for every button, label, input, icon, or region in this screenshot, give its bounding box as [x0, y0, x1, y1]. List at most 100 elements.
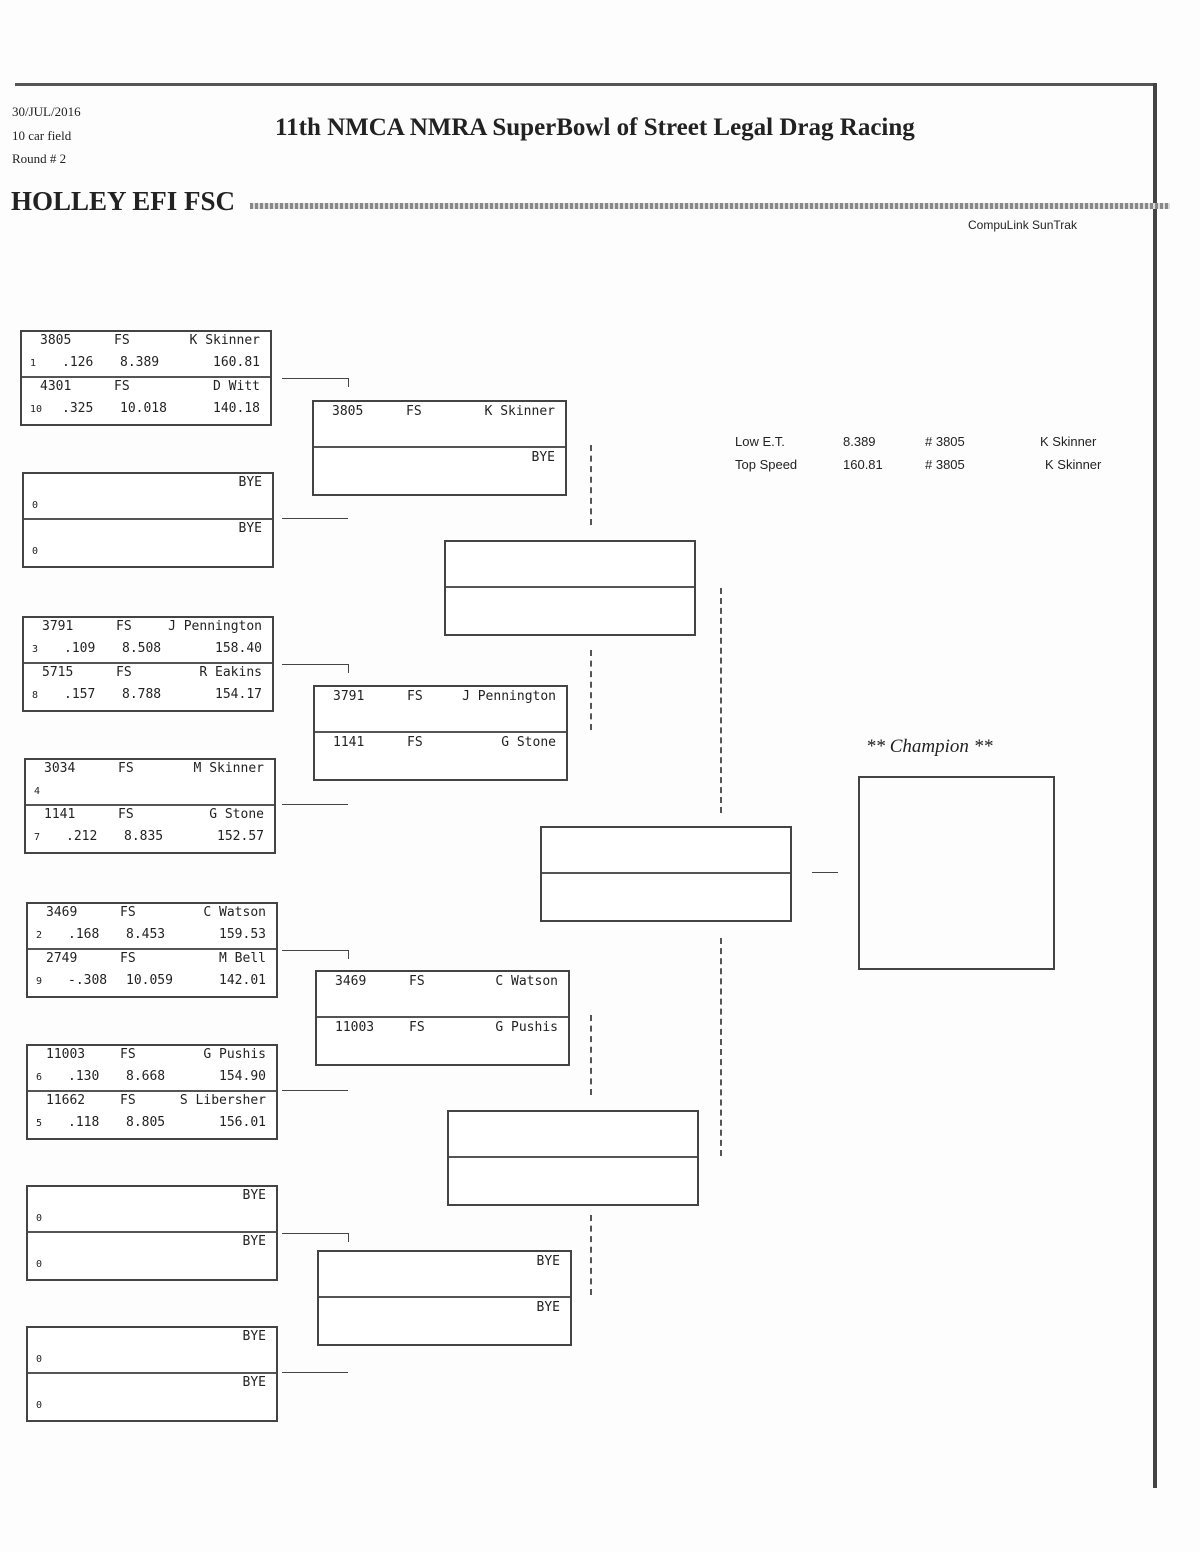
- racer-info-line: BYE: [314, 450, 565, 472]
- driver-name: G Stone: [209, 807, 264, 822]
- racer-slot: [542, 874, 790, 920]
- seed: 0: [36, 1400, 43, 1411]
- later-round-matchup: [444, 540, 696, 636]
- elapsed-time: 8.453: [126, 927, 166, 942]
- elapsed-time: 8.805: [126, 1115, 166, 1130]
- class: FS: [114, 379, 130, 394]
- driver-name: C Watson: [495, 974, 558, 989]
- class: FS: [409, 1020, 425, 1035]
- seed: 0: [32, 500, 39, 511]
- elapsed-time: 8.508: [122, 641, 162, 656]
- racer-result-line: 0: [24, 543, 272, 565]
- speed: 156.01: [219, 1115, 266, 1130]
- reaction-time: .109: [64, 641, 96, 656]
- class: FS: [407, 735, 423, 750]
- record-car: # 3805: [925, 457, 965, 472]
- seed: 2: [36, 930, 43, 941]
- class: FS: [120, 1093, 136, 1108]
- class: FS: [409, 974, 425, 989]
- top-border: [15, 83, 1157, 86]
- car-number: 3791: [333, 689, 365, 704]
- driver-name: D Witt: [213, 379, 260, 394]
- connector-line: [282, 378, 349, 387]
- speed: 140.18: [213, 401, 260, 416]
- class: FS: [118, 807, 134, 822]
- seed: 0: [32, 546, 39, 557]
- car-number: 4301: [40, 379, 72, 394]
- driver-name: J Pennington: [168, 619, 262, 634]
- seed: 6: [36, 1072, 43, 1083]
- seed: 3: [32, 644, 39, 655]
- reaction-time: .157: [64, 687, 96, 702]
- speed: 154.17: [215, 687, 262, 702]
- driver-name: BYE: [531, 450, 555, 465]
- page-title: 11th NMCA NMRA SuperBowl of Street Legal…: [275, 114, 915, 141]
- seed: 5: [36, 1118, 43, 1129]
- connector-line: [282, 1090, 348, 1091]
- speed: 158.40: [215, 641, 262, 656]
- connector-dashed: [590, 1015, 592, 1095]
- racer-info-line: BYE: [24, 475, 272, 497]
- connector-dashed: [720, 938, 722, 1156]
- record-label: Low E.T.: [735, 434, 785, 449]
- driver-name: M Bell: [219, 951, 266, 966]
- record-value: 160.81: [843, 457, 883, 472]
- elapsed-time: 8.389: [120, 355, 160, 370]
- driver-name: R Eakins: [199, 665, 262, 680]
- class: FS: [407, 689, 423, 704]
- timing-system: CompuLink SunTrak: [968, 218, 1077, 232]
- driver-name: BYE: [242, 1329, 266, 1344]
- speed: 152.57: [217, 829, 264, 844]
- driver-name: BYE: [238, 521, 262, 536]
- reaction-time: .130: [68, 1069, 100, 1084]
- class: FS: [120, 951, 136, 966]
- driver-name: S Libersher: [179, 1093, 266, 1108]
- car-number: 3469: [335, 974, 367, 989]
- connector-line: [282, 1233, 349, 1242]
- class-name: HOLLEY EFI FSC: [11, 186, 236, 216]
- reaction-time: .118: [68, 1115, 100, 1130]
- class: FS: [116, 619, 132, 634]
- class: FS: [118, 761, 134, 776]
- racer-result-line: 4: [26, 783, 274, 805]
- racer-slot: 3469 FS C Watson: [317, 972, 568, 1018]
- record-driver: K Skinner: [1045, 457, 1102, 472]
- seed: 0: [36, 1259, 43, 1270]
- racer-info-line: BYE: [28, 1188, 276, 1210]
- reaction-time: .168: [68, 927, 100, 942]
- racer-slot: BYE: [319, 1298, 570, 1344]
- connector-line: [282, 804, 348, 805]
- car-number: 11003: [335, 1020, 375, 1035]
